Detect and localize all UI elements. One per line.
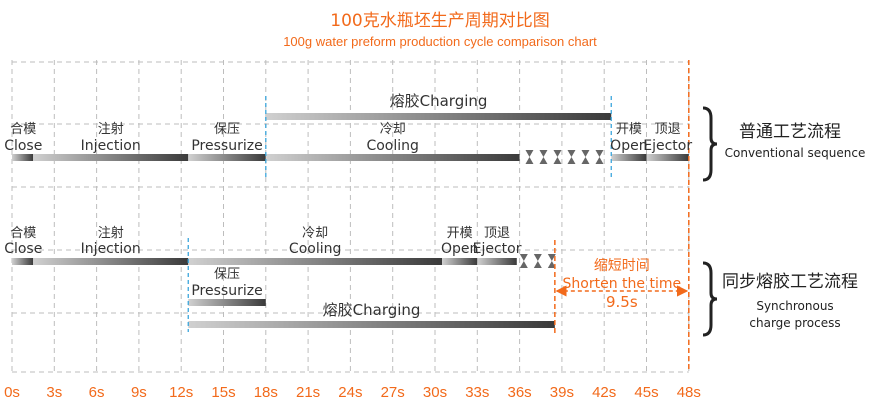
chart-title-en: 100g water preform production cycle comp… xyxy=(283,34,597,49)
sync-label-injection-en: Injection xyxy=(81,241,141,257)
x-tick-label: 18s xyxy=(254,384,278,401)
sequence-labels: 普通工艺流程 Conventional sequence 同步熔胶工艺流程 Synch… xyxy=(702,106,866,337)
idle-marker xyxy=(547,254,556,268)
x-tick-label: 21s xyxy=(296,384,320,401)
x-axis-ticks: 0s 3s 6s 9s 12s 15s 18s 21s 24s 27s 30s 33s 36s 39s 42… xyxy=(4,384,701,401)
shorten-label-en: Shorten the time xyxy=(563,276,682,292)
sync-label-cooling-en: Cooling xyxy=(289,241,341,257)
sync-label-zh: 同步熔胶工艺流程 xyxy=(722,272,858,292)
x-tick-label: 30s xyxy=(423,384,447,401)
conventional-label-en: Conventional sequence xyxy=(725,146,866,160)
conventional-label-cooling-en: Cooling xyxy=(366,138,418,154)
conventional-bar-pressurize xyxy=(188,154,266,161)
conventional-bar-close xyxy=(12,154,34,161)
sync-pressurize-bar xyxy=(188,299,266,306)
conventional-label-pressurize-zh: 保压 xyxy=(214,122,240,137)
sync-bar-injection xyxy=(33,258,189,265)
conventional-bar-cooling xyxy=(265,154,520,161)
sync-label-close-en: Close xyxy=(4,241,42,257)
sync-bar-cooling xyxy=(188,258,443,265)
x-tick-label: 42s xyxy=(592,384,616,401)
x-tick-label: 39s xyxy=(550,384,574,401)
grid xyxy=(11,60,690,373)
sync-label-injection-zh: 注射 xyxy=(98,225,124,241)
conventional-charging-label: 熔胶Charging xyxy=(390,92,488,110)
process-labels: 合模Close注射Injection保压Pressurize冷却Cooling开… xyxy=(4,92,692,319)
sync-bar-ejector xyxy=(477,258,517,265)
sync-label-cooling-zh: 冷却 xyxy=(302,226,328,241)
idle-marker xyxy=(525,150,534,164)
conventional-label-injection-en: Injection xyxy=(81,138,141,154)
sync-label-ejector-en: Ejector xyxy=(473,241,522,257)
x-tick-label: 6s xyxy=(89,384,105,401)
shorten-value: 9.5s xyxy=(606,293,638,311)
x-tick-label: 9s xyxy=(131,384,147,401)
x-tick-label: 3s xyxy=(46,384,62,401)
x-tick-label: 36s xyxy=(508,384,532,401)
idle-marker xyxy=(567,150,576,164)
conventional-label-pressurize-en: Pressurize xyxy=(191,138,262,154)
conventional-label-close-en: Close xyxy=(4,138,42,154)
sync-charging-label: 熔胶Charging xyxy=(323,301,421,319)
x-tick-label: 45s xyxy=(634,384,658,401)
conventional-bar-open xyxy=(611,154,647,161)
sync-charging-bar xyxy=(188,321,555,328)
conventional-brace xyxy=(702,106,718,182)
idle-marker xyxy=(539,150,548,164)
x-tick-label: 27s xyxy=(381,384,405,401)
conventional-label-ejector-en: Ejector xyxy=(643,138,692,154)
conventional-bar-ejector xyxy=(646,154,689,161)
conventional-label-open-en: Open xyxy=(610,138,647,154)
sync-pressurize-label-en: Pressurize xyxy=(191,283,262,299)
sync-bar-open xyxy=(442,258,478,265)
idle-marker xyxy=(553,150,562,164)
chart-title-zh: 100克水瓶坯生产周期对比图 xyxy=(330,11,550,31)
sync-brace xyxy=(702,261,718,337)
conventional-bar-injection xyxy=(33,154,189,161)
conventional-label-close-zh: 合模 xyxy=(10,122,36,137)
sync-label-close-zh: 合模 xyxy=(10,226,36,241)
idle-marker xyxy=(581,150,590,164)
sync-label-en-2: charge process xyxy=(749,316,840,330)
idle-marker xyxy=(533,254,542,268)
conventional-label-cooling-zh: 冷却 xyxy=(380,122,406,137)
sync-label-open-zh: 开模 xyxy=(447,226,473,241)
x-tick-label: 24s xyxy=(338,384,362,401)
conventional-charging-bar xyxy=(265,113,612,120)
conventional-label-zh: 普通工艺流程 xyxy=(739,122,841,142)
sync-label-en-1: Synchronous xyxy=(756,299,833,313)
idle-marker xyxy=(519,254,528,268)
shorten-label-zh: 缩短时间 xyxy=(594,258,650,274)
sync-pressurize-label-zh: 保压 xyxy=(214,267,240,282)
sync-label-open-en: Open xyxy=(441,241,478,257)
x-tick-label: 15s xyxy=(211,384,235,401)
x-tick-label: 12s xyxy=(169,384,193,401)
process-bars xyxy=(12,60,690,372)
idle-marker xyxy=(595,150,604,164)
conventional-label-injection-zh: 注射 xyxy=(98,121,124,137)
x-tick-label: 33s xyxy=(465,384,489,401)
x-tick-label: 48s xyxy=(677,384,701,401)
x-tick-label: 0s xyxy=(4,384,20,401)
sync-label-ejector-zh: 顶退 xyxy=(484,226,510,241)
conventional-label-open-zh: 开模 xyxy=(616,122,642,137)
sync-bar-close xyxy=(12,258,34,265)
conventional-label-ejector-zh: 顶退 xyxy=(655,122,681,137)
